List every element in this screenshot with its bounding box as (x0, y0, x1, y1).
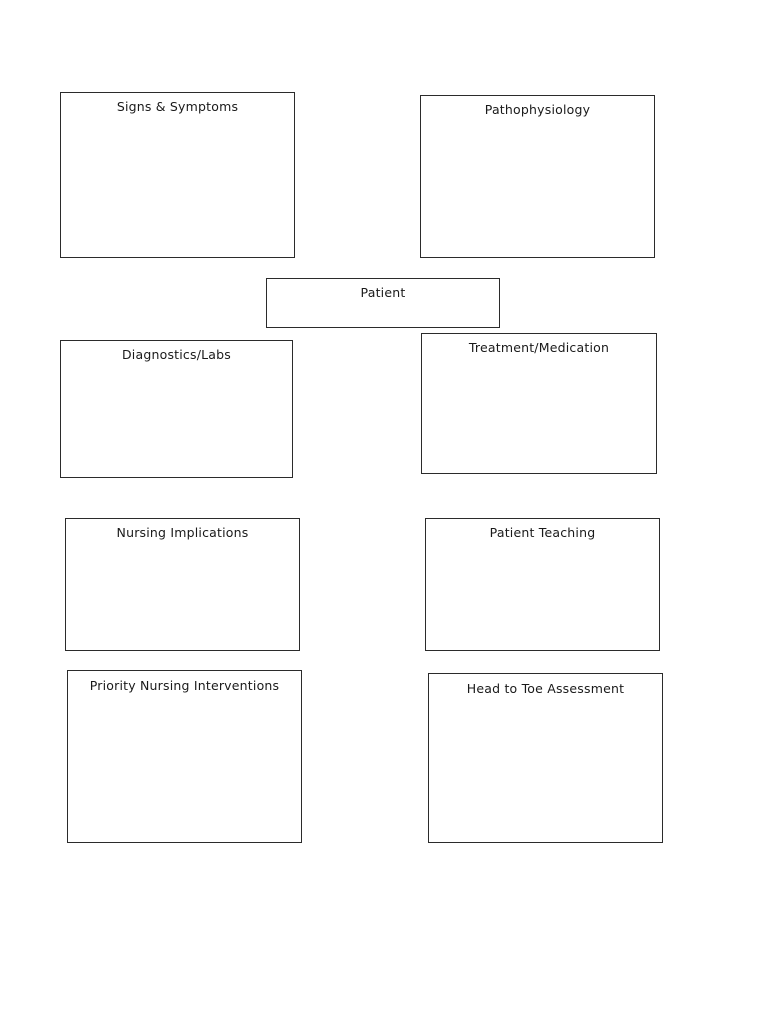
nursing-implications-label: Nursing Implications (116, 525, 249, 540)
signs-symptoms-box: Signs & Symptoms (60, 92, 295, 258)
pathophysiology-box: Pathophysiology (420, 95, 655, 258)
pathophysiology-label: Pathophysiology (484, 102, 591, 117)
treatment-medication-box: Treatment/Medication (421, 333, 657, 474)
diagnostics-labs-box: Diagnostics/Labs (60, 340, 293, 478)
patient-teaching-box: Patient Teaching (425, 518, 660, 651)
priority-nursing-interventions-box: Priority Nursing Interventions (67, 670, 302, 843)
treatment-medication-label: Treatment/Medication (468, 340, 610, 355)
diagnostics-labs-label: Diagnostics/Labs (121, 347, 232, 362)
patient-teaching-label: Patient Teaching (489, 525, 596, 540)
head-to-toe-assessment-box: Head to Toe Assessment (428, 673, 663, 843)
nursing-implications-box: Nursing Implications (65, 518, 300, 651)
priority-nursing-interventions-label: Priority Nursing Interventions (89, 678, 280, 693)
head-to-toe-assessment-label: Head to Toe Assessment (466, 681, 625, 696)
patient-label: Patient (360, 285, 406, 300)
patient-box: Patient (266, 278, 500, 328)
signs-symptoms-label: Signs & Symptoms (116, 99, 239, 114)
